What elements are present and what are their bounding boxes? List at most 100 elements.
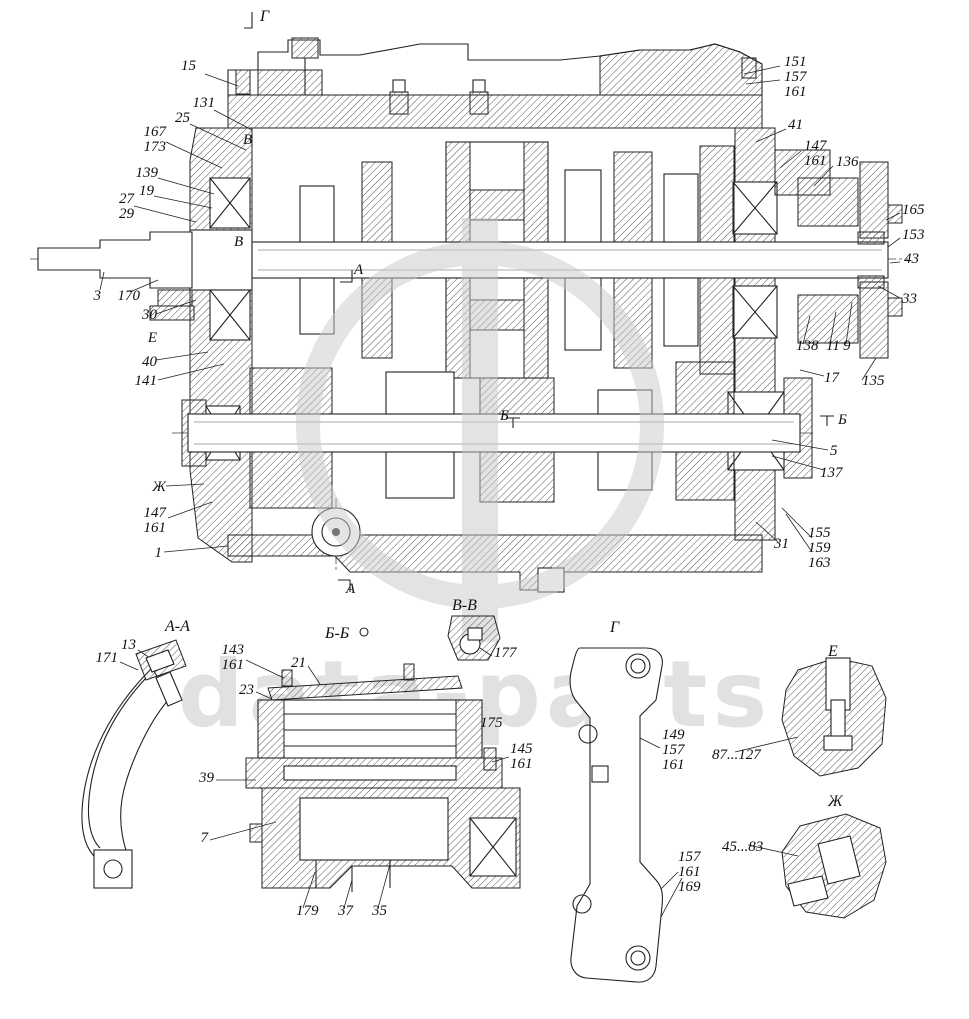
section-mark-g xyxy=(244,12,253,29)
part-callout: 161 xyxy=(662,757,685,773)
part-callout: 161 xyxy=(510,756,533,772)
part-callout: 25 xyxy=(175,110,191,126)
bolt-head xyxy=(823,735,853,751)
part-callout: 145 xyxy=(510,741,533,757)
view-title: А-А xyxy=(164,618,190,635)
fork-foot xyxy=(93,849,133,889)
part-callout: 23 xyxy=(239,682,254,698)
part-callout: 137 xyxy=(820,465,844,481)
cover-housing xyxy=(257,699,483,759)
part-callout: 7 xyxy=(201,830,210,846)
part-callout: 43 xyxy=(904,251,919,267)
part-callout: 161 xyxy=(784,84,807,100)
bolt xyxy=(469,91,489,115)
part-callout: 143 xyxy=(222,642,245,658)
breather-plug xyxy=(291,37,319,59)
view-title: Ж xyxy=(827,793,844,810)
section-letter: А xyxy=(345,581,356,597)
part-callout: 3 xyxy=(93,288,102,304)
section-letter: Б xyxy=(837,412,847,428)
view-title: Е xyxy=(827,643,838,660)
section-letter: Г xyxy=(259,8,270,25)
bb-datum-circle xyxy=(359,627,369,637)
part-callout: 147 xyxy=(144,505,168,521)
part-callout: 151 xyxy=(784,54,807,70)
part-callout: 9 xyxy=(843,338,851,354)
bolt-shank xyxy=(817,835,861,885)
part-callout: 163 xyxy=(808,555,831,571)
housing-top-wall xyxy=(227,94,763,129)
section-letter: Ж xyxy=(151,479,167,495)
view-title: Г xyxy=(609,619,620,636)
section-mark-b1 xyxy=(506,417,520,428)
part-callout: 138 xyxy=(796,338,819,354)
bolt xyxy=(235,69,251,95)
top-boss-left xyxy=(257,69,323,96)
part-callout: 87...127 xyxy=(712,747,762,763)
bolt xyxy=(281,669,293,687)
bolt xyxy=(403,663,415,681)
part-callout: 177 xyxy=(494,645,518,661)
part-callout: 29 xyxy=(119,206,135,222)
part-callout: 157 xyxy=(662,742,686,758)
part-callout: 39 xyxy=(198,770,215,786)
part-callout: 167 xyxy=(144,124,168,140)
part-callout: 161 xyxy=(144,520,167,536)
output-nut xyxy=(857,275,885,289)
part-callout: 5 xyxy=(830,443,838,459)
detail-callouts: А-А 13 171 Б-Б 143 161 21 23 175 145 161… xyxy=(96,597,845,919)
section-mark-a2 xyxy=(338,579,351,592)
main-callouts: Г 15 131 25 167 173 139 1 9 27 29 3 170 3… xyxy=(93,8,926,597)
part-callout: 175 xyxy=(480,715,503,731)
bearing xyxy=(469,817,517,877)
section-letter: В xyxy=(243,132,252,148)
part-callout: 157 xyxy=(678,849,702,865)
part-callout: 149 xyxy=(662,727,685,743)
section-bb-view xyxy=(245,627,521,892)
part-callout: 173 xyxy=(144,139,167,155)
part-callout: 161 xyxy=(222,657,245,673)
part-callout: 157 xyxy=(784,69,808,85)
section-letter: А xyxy=(353,262,364,278)
part-callout: 27 xyxy=(119,191,136,207)
part-callout: 11 xyxy=(826,338,840,354)
part-callout: 33 xyxy=(901,291,917,307)
section-mark-b2 xyxy=(820,415,834,426)
bolt-head xyxy=(787,875,829,907)
view-title: Б-Б xyxy=(324,625,350,642)
bracket-plate xyxy=(569,647,664,983)
watermark-logo-bar xyxy=(462,218,498,642)
part-callout: 159 xyxy=(808,540,831,556)
part-callout: 139 xyxy=(136,165,159,181)
part-callout: 45...83 xyxy=(722,839,763,855)
part-callout: 161 xyxy=(804,153,827,169)
plug xyxy=(467,627,483,641)
part-callout: 147 xyxy=(804,138,828,154)
section-vv-view xyxy=(447,615,501,661)
part-callout: 169 xyxy=(678,879,701,895)
section-letter: В xyxy=(234,234,243,250)
part-callout: 30 xyxy=(141,307,158,323)
section-g-view xyxy=(569,647,664,983)
top-dome-right xyxy=(599,43,763,96)
output-nut xyxy=(857,231,885,245)
part-callout: 21 xyxy=(291,655,306,671)
part-callout: 1 xyxy=(155,545,163,561)
section-zh-view xyxy=(781,813,887,919)
part-callout: 165 xyxy=(902,202,925,218)
leader-lines-main xyxy=(99,65,901,553)
bearing-cap-bottom xyxy=(797,294,859,344)
part-callout: 136 xyxy=(836,154,859,170)
section-mark-a1 xyxy=(340,270,353,283)
bolt xyxy=(741,57,757,79)
part-callout: 31 xyxy=(773,536,789,552)
part-callout: 170 xyxy=(118,288,141,304)
bolt xyxy=(389,91,409,115)
part-callout: 131 xyxy=(193,95,216,111)
part-callout: 15 xyxy=(181,58,197,74)
section-letter: Б xyxy=(499,408,509,424)
shift-fork xyxy=(81,667,171,859)
part-callout: 40 xyxy=(142,354,158,370)
input-shaft xyxy=(37,231,193,289)
